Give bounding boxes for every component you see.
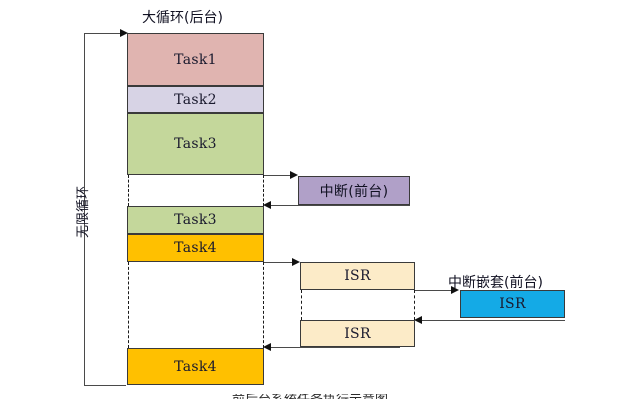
task-block-task4: Task4 [127, 234, 264, 262]
arrow-line-to-interrupt [264, 175, 292, 176]
task-block-label: Task3 [174, 212, 217, 228]
isr-block-label: ISR [344, 325, 371, 342]
arrow-to-isr-icon [292, 257, 300, 266]
isr-block-label: ISR [499, 296, 526, 312]
arrow-line-from-isr [266, 347, 400, 348]
isr-block-nested: ISR [460, 290, 565, 318]
task-block-task3-resume: Task3 [127, 206, 264, 234]
arrow-line-from-nested-isr [418, 320, 565, 321]
isr-guide-left [301, 290, 302, 320]
task-block-task2: Task2 [127, 86, 264, 113]
task-block-label: Task4 [174, 358, 217, 375]
loop-bracket-side [84, 33, 85, 385]
task-block-label: Task2 [174, 91, 217, 108]
arrow-from-isr-icon [263, 342, 271, 351]
task-block-label: Task1 [174, 51, 217, 68]
arrow-line-to-isr [264, 262, 294, 263]
task-block-label: Task3 [174, 136, 217, 152]
suspend-guide-left-upper [128, 175, 129, 206]
loop-bracket-top [84, 33, 126, 34]
loop-bracket-bottom [84, 385, 126, 386]
nested-interrupt-title: 中断嵌套(前台) [448, 275, 543, 291]
arrow-to-nested-isr-icon [451, 285, 459, 294]
task-block-label: Task4 [174, 240, 217, 256]
arrow-line-to-nested-isr [415, 290, 453, 291]
interrupt-block: 中断(前台) [298, 176, 410, 205]
arrow-from-nested-isr-icon [414, 315, 422, 324]
suspend-guide-left-lower [128, 262, 129, 348]
arrow-to-interrupt-icon [290, 170, 298, 179]
suspend-guide-right-lower [263, 262, 264, 348]
diagram-title-background-loop: 大循环(后台) [142, 10, 223, 26]
suspend-guide-right-upper [263, 175, 264, 206]
arrow-line-from-interrupt [266, 205, 410, 206]
diagram-bottom-caption: 前后台系统任务执行示意图 [232, 394, 388, 399]
isr-block-return: ISR [300, 320, 415, 347]
task-block-task4-resume: Task4 [127, 348, 264, 385]
task-block-task1: Task1 [127, 33, 264, 86]
isr-guide-right [414, 290, 415, 320]
loop-arrow-icon [120, 28, 128, 37]
interrupt-block-label: 中断(前台) [319, 183, 389, 200]
task-block-task3: Task3 [127, 113, 264, 175]
isr-block-label: ISR [344, 268, 371, 284]
arrow-from-interrupt-icon [263, 200, 271, 209]
infinite-loop-label: 无限循环 [76, 185, 91, 238]
isr-block-first: ISR [300, 262, 415, 290]
